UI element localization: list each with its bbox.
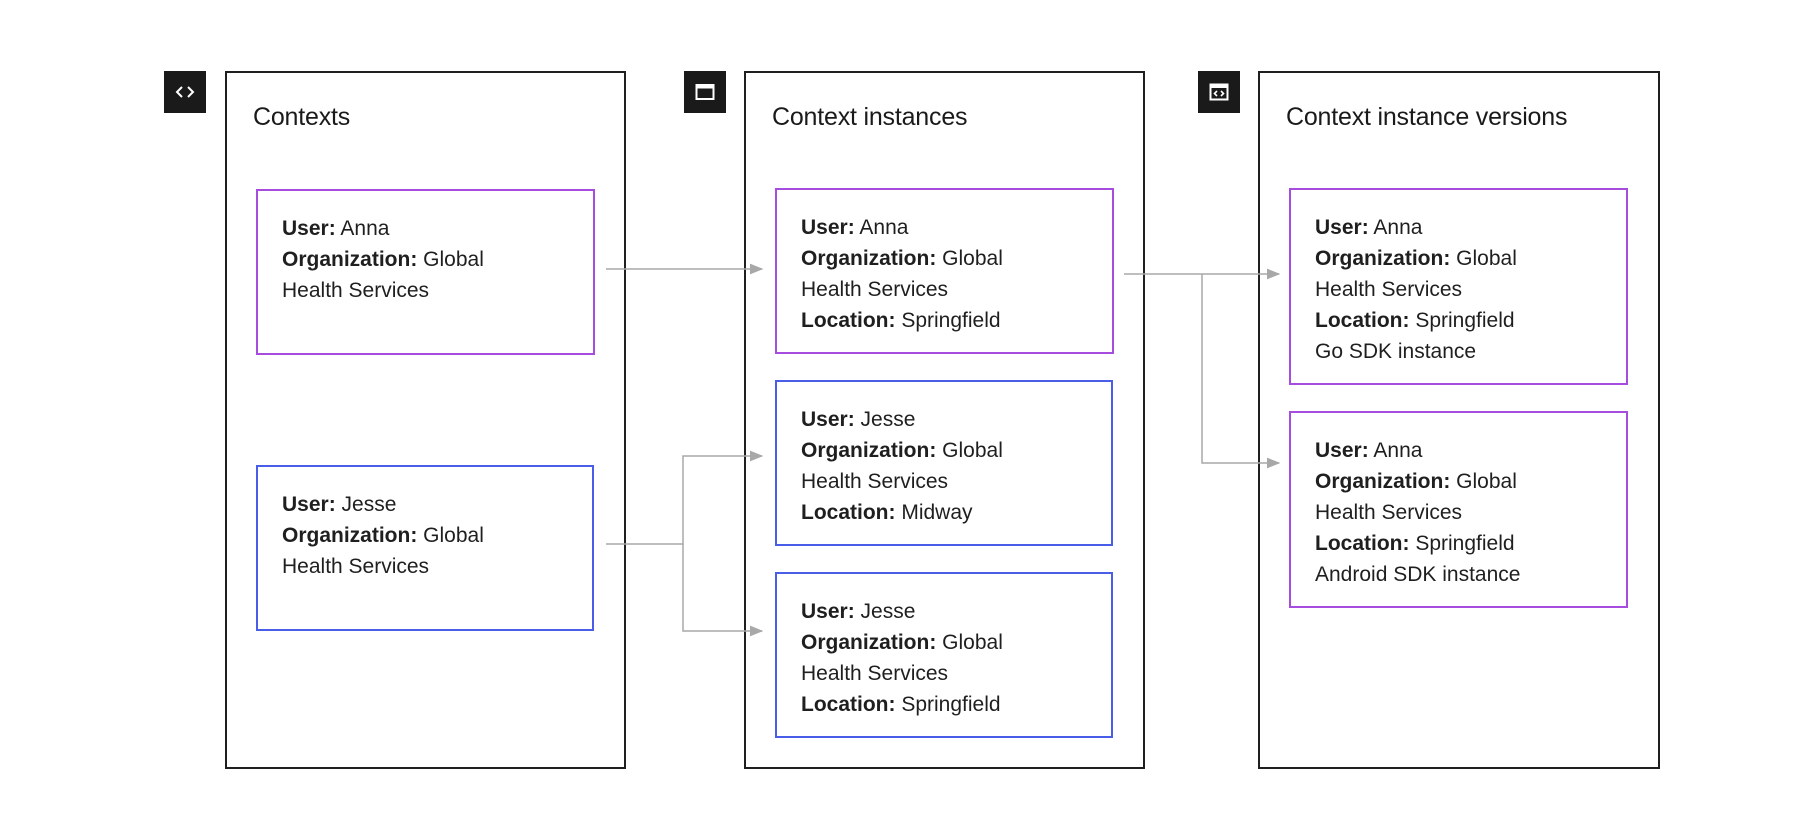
- card-line: Location: Springfield: [1315, 305, 1626, 336]
- field-value: Health Services: [282, 555, 430, 578]
- arrow-anna-instance-to-android-version: [1201, 274, 1281, 469]
- card-line: User: Anna: [1315, 212, 1626, 243]
- card-line: User: Jesse: [801, 404, 1111, 435]
- card-line: Go SDK instance: [1315, 336, 1626, 367]
- version-card-anna-go-sdk: User: Anna Organization: Global Health S…: [1289, 188, 1628, 385]
- field-value: Anna: [335, 217, 390, 240]
- field-key: User:: [801, 408, 855, 431]
- field-value: Go SDK instance: [1315, 340, 1477, 363]
- field-value: Global: [1450, 470, 1517, 493]
- field-key: User:: [1315, 439, 1369, 462]
- context-card-jesse: User: Jesse Organization: Global Health …: [256, 465, 594, 631]
- card-line: Organization: Global: [1315, 466, 1626, 497]
- card-line: Organization: Global: [801, 627, 1111, 658]
- field-key: Location:: [801, 693, 896, 716]
- instance-card-jesse-springfield: User: Jesse Organization: Global Health …: [775, 572, 1113, 738]
- card-line: User: Anna: [801, 212, 1112, 243]
- card-line: Organization: Global: [282, 520, 592, 551]
- field-key: User:: [282, 493, 336, 516]
- field-value: Springfield: [895, 309, 1001, 332]
- card-line: User: Anna: [282, 213, 593, 244]
- field-key: User:: [1315, 216, 1369, 239]
- field-value: Health Services: [1315, 278, 1463, 301]
- field-key: Organization:: [1315, 470, 1451, 493]
- instance-card-jesse-midway: User: Jesse Organization: Global Health …: [775, 380, 1113, 546]
- field-value: Springfield: [1409, 532, 1515, 555]
- version-card-anna-android-sdk: User: Anna Organization: Global Health S…: [1289, 411, 1628, 608]
- field-key: Organization:: [801, 247, 937, 270]
- card-line: Health Services: [801, 658, 1111, 689]
- field-value: Global: [936, 247, 1003, 270]
- field-value: Jesse: [335, 493, 397, 516]
- card-line: Location: Springfield: [801, 689, 1111, 720]
- field-key: Organization:: [1315, 247, 1451, 270]
- field-value: Anna: [854, 216, 909, 239]
- field-key: Organization:: [801, 631, 937, 654]
- field-key: User:: [801, 216, 855, 239]
- card-line: Location: Midway: [801, 497, 1111, 528]
- field-value: Health Services: [1315, 501, 1463, 524]
- field-value: Health Services: [282, 279, 430, 302]
- browser-window-icon: [695, 84, 715, 100]
- card-line: Organization: Global: [1315, 243, 1626, 274]
- card-line: Health Services: [282, 275, 593, 306]
- card-line: Android SDK instance: [1315, 559, 1626, 590]
- field-key: User:: [282, 217, 336, 240]
- card-line: Health Services: [282, 551, 592, 582]
- field-key: User:: [801, 600, 855, 623]
- card-line: Location: Springfield: [801, 305, 1112, 336]
- field-key: Location:: [1315, 309, 1410, 332]
- card-line: User: Jesse: [801, 596, 1111, 627]
- field-key: Location:: [801, 309, 896, 332]
- card-line: Health Services: [1315, 274, 1626, 305]
- card-line: Organization: Global: [801, 243, 1112, 274]
- card-line: User: Anna: [1315, 435, 1626, 466]
- code-brackets-icon: [175, 86, 195, 98]
- panel-title: Contexts: [253, 103, 351, 131]
- card-line: Location: Springfield: [1315, 528, 1626, 559]
- card-line: Organization: Global: [282, 244, 593, 275]
- contexts-panel: Contexts: [225, 71, 626, 769]
- field-value: Health Services: [801, 470, 949, 493]
- contexts-icon-box: [164, 71, 206, 113]
- card-line: User: Jesse: [282, 489, 592, 520]
- context-card-anna: User: Anna Organization: Global Health S…: [256, 189, 595, 355]
- field-key: Location:: [801, 501, 896, 524]
- card-line: Health Services: [801, 274, 1112, 305]
- arrow-jesse-context-to-midway: [606, 450, 764, 545]
- card-line: Health Services: [1315, 497, 1626, 528]
- field-value: Midway: [895, 501, 973, 524]
- field-value: Jesse: [854, 408, 916, 431]
- context-instance-versions-icon-box: [1198, 71, 1240, 113]
- field-key: Location:: [1315, 532, 1410, 555]
- field-value: Global: [936, 631, 1003, 654]
- field-key: Organization:: [801, 439, 937, 462]
- field-value: Jesse: [854, 600, 916, 623]
- field-value: Anna: [1368, 216, 1423, 239]
- field-key: Organization:: [282, 248, 418, 271]
- field-value: Springfield: [895, 693, 1001, 716]
- panel-title: Context instance versions: [1286, 103, 1568, 131]
- context-instances-icon-box: [684, 71, 726, 113]
- field-value: Health Services: [801, 662, 949, 685]
- field-value: Health Services: [801, 278, 949, 301]
- instance-card-anna-springfield: User: Anna Organization: Global Health S…: [775, 188, 1114, 354]
- card-line: Health Services: [801, 466, 1111, 497]
- field-value: Android SDK instance: [1315, 563, 1521, 586]
- panel-title: Context instances: [772, 103, 968, 131]
- field-value: Global: [417, 524, 484, 547]
- field-value: Global: [936, 439, 1003, 462]
- window-code-icon: [1209, 83, 1229, 101]
- field-value: Global: [1450, 247, 1517, 270]
- field-key: Organization:: [282, 524, 418, 547]
- card-line: Organization: Global: [801, 435, 1111, 466]
- arrow-jesse-context-to-springfield: [682, 544, 764, 637]
- field-value: Springfield: [1409, 309, 1515, 332]
- field-value: Anna: [1368, 439, 1423, 462]
- field-value: Global: [417, 248, 484, 271]
